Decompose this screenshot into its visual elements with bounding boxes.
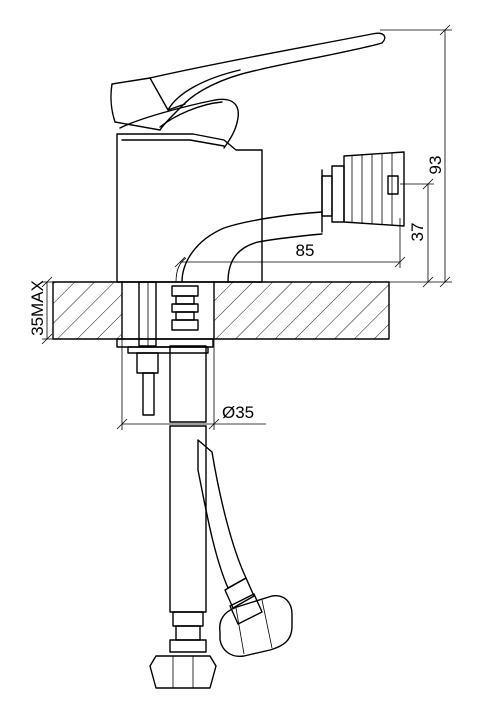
lever-handle — [110, 32, 386, 131]
dimension-85-label: 85 — [296, 241, 315, 260]
hose-connector — [171, 285, 199, 331]
dimension-spout-reach: 85 — [174, 218, 406, 268]
aerator-nozzle — [321, 151, 405, 227]
mounting-deck — [52, 281, 390, 340]
dimension-hole-diameter: Ø35 — [116, 339, 266, 430]
spout — [175, 169, 323, 283]
dimension-height: 93 — [380, 24, 452, 288]
dimension-37-label: 37 — [408, 223, 427, 242]
threaded-stud — [136, 281, 159, 416]
dimension-35max-label: 35MAX — [28, 280, 47, 336]
flex-hose-right — [197, 439, 293, 657]
dimension-d35-label: Ø35 — [222, 403, 254, 422]
mounting-flange — [116, 338, 214, 354]
dimension-deck-thickness: 35MAX — [28, 276, 53, 345]
dimension-spout-height: 37 — [400, 178, 434, 288]
flex-hose-left — [149, 345, 217, 689]
dimension-93-label: 93 — [426, 156, 445, 175]
